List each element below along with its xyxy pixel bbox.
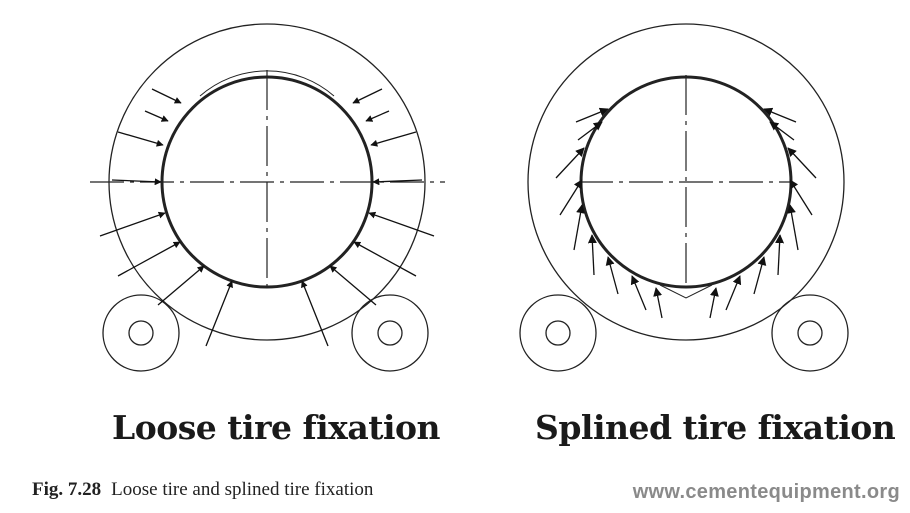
loose-tire-label: Loose tire fixation — [112, 408, 441, 447]
centerlines — [90, 70, 445, 290]
spline-wedge — [659, 284, 713, 299]
spline-force-arrows — [555, 107, 817, 319]
centerlines — [579, 75, 793, 287]
figure-caption: Fig. 7.28 Loose tire and splined tire fix… — [32, 479, 373, 501]
tire-outer-ring — [527, 23, 845, 341]
splined-tire-diagram — [519, 23, 849, 372]
support-roller-right — [771, 294, 849, 372]
splined-tire-label: Splined tire fixation — [535, 408, 896, 447]
support-roller-left — [102, 294, 180, 372]
support-roller-right — [351, 294, 429, 372]
loose-tire-diagram — [90, 23, 445, 372]
watermark: www.cementequipment.org — [632, 481, 900, 503]
support-roller-left — [519, 294, 597, 372]
gap-arc — [199, 70, 335, 97]
pressure-arrows — [99, 88, 435, 347]
figure-number: Fig. 7.28 — [32, 479, 102, 500]
caption-text: Loose tire and splined tire fixation — [111, 479, 374, 500]
